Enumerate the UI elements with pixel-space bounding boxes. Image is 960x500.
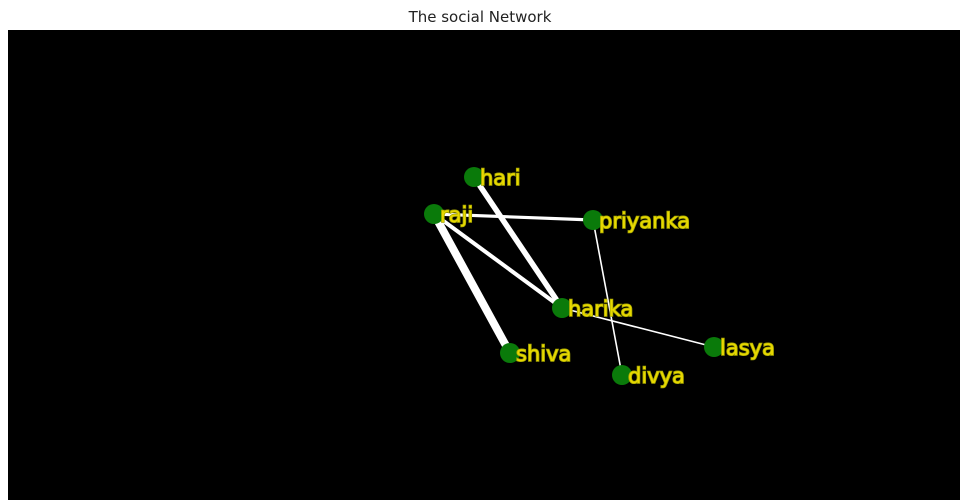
node-label-divya: divya xyxy=(628,364,685,388)
node-harika xyxy=(552,298,572,318)
edge-priyanka-divya xyxy=(592,219,623,376)
node-label-hari: hari xyxy=(480,166,521,190)
node-label-shiva: shiva xyxy=(516,342,571,366)
node-shiva xyxy=(500,343,520,363)
nodes-layer xyxy=(424,167,724,385)
diagram-title: The social Network xyxy=(408,8,552,26)
labels-layer: raji hari priyanka harika shiva lasya divya xyxy=(439,165,776,389)
node-label-lasya: lasya xyxy=(720,336,775,360)
edge-hari-harika xyxy=(471,175,565,310)
edge-raji-priyanka xyxy=(433,212,594,222)
node-priyanka xyxy=(583,210,603,230)
node-label-raji: raji xyxy=(440,203,473,227)
edge-raji-harika xyxy=(432,212,564,310)
node-label-priyanka: priyanka xyxy=(599,209,690,233)
node-label-harika: harika xyxy=(568,297,633,321)
node-lasya xyxy=(704,337,724,357)
node-hari xyxy=(464,167,484,187)
node-divya xyxy=(612,365,632,385)
network-canvas: raji hari priyanka harika shiva lasya divya xyxy=(8,30,960,500)
node-raji xyxy=(424,204,444,224)
edges-layer xyxy=(430,175,715,376)
edge-harika-lasya xyxy=(561,307,715,348)
edge-raji-shiva xyxy=(430,212,514,355)
